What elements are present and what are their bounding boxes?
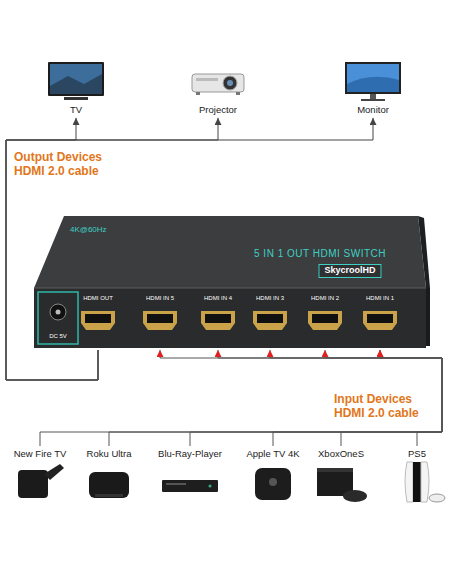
hdmi-port [81, 311, 115, 330]
hdmi-switch-body [34, 216, 430, 348]
hdmi-port [308, 311, 342, 330]
cable-note: Output Devices HDMI 2.0 cable [14, 150, 118, 179]
apple-tv-icon [241, 460, 305, 504]
ps5-icon [429, 494, 445, 502]
blu-ray-icon [166, 483, 186, 485]
hdmi-port [367, 314, 393, 323]
tv-icon [48, 62, 104, 96]
fire-tv-icon [44, 464, 64, 480]
ps5-icon [385, 460, 449, 504]
monitor-icon [345, 62, 401, 94]
device-label: Blu-Ray-Player [158, 448, 222, 460]
spec-label: 4K@60Hz [70, 226, 107, 235]
device-label: XboxOneS [318, 448, 364, 460]
projector-device: Projector [178, 60, 258, 116]
hdmi-port [205, 314, 231, 323]
device-label: New Fire TV [14, 448, 67, 460]
device-label: Monitor [357, 104, 389, 116]
projector-icon [186, 60, 250, 104]
hdmi-switch-body [34, 216, 426, 288]
brand-label: SkycroolHD [318, 264, 381, 278]
port-label: HDMI IN 1 [366, 295, 394, 302]
projector-icon [196, 92, 200, 95]
ps5-icon [413, 462, 421, 502]
tv-icon [50, 74, 102, 94]
power-label: DC 5V [49, 333, 67, 340]
hdmi-port [201, 311, 235, 330]
device-label: TV [70, 104, 82, 116]
monitor-icon [361, 99, 385, 101]
hdmi-switch-body [34, 288, 426, 289]
monitor-icon [370, 94, 376, 99]
hdmi-cable-connector [190, 350, 442, 446]
port-label: HDMI IN 5 [146, 295, 174, 302]
monitor-icon [341, 60, 405, 104]
blu-ray-device: Blu-Ray-Player [146, 448, 234, 504]
monitor-device: Monitor [336, 60, 410, 116]
hdmi-port [257, 314, 283, 323]
fire-tv-icon [18, 470, 48, 498]
hdmi-cable-connector [6, 118, 218, 380]
hdmi-port [312, 314, 338, 323]
hdmi-port [363, 311, 397, 330]
cable-note: Input Devices HDMI 2.0 cable [334, 392, 438, 421]
fire-tv-icon [8, 460, 72, 504]
tv-icon [64, 97, 88, 100]
fire-tv-device: New Fire TV [8, 448, 72, 504]
projector-icon [196, 78, 218, 81]
blu-ray-icon [162, 480, 218, 492]
hdmi-cable-connector [273, 350, 442, 446]
hdmi-port [143, 311, 177, 330]
device-label: PS5 [408, 448, 426, 460]
apple-tv-icon [255, 468, 291, 500]
roku-device: Roku Ultra [78, 448, 140, 504]
hdmi-port [253, 311, 287, 330]
hdmi-port [85, 314, 111, 323]
hdmi-cable-connector [109, 350, 442, 446]
xbox-device: XboxOneS [310, 448, 372, 504]
model-name: 5 IN 1 OUT HDMI SWITCH [254, 248, 386, 259]
port-label: HDMI IN 3 [256, 295, 284, 302]
device-label: Apple TV 4K [246, 448, 299, 460]
ps5-icon [405, 462, 413, 502]
projector-icon [227, 80, 233, 86]
hdmi-switch-body [38, 292, 78, 344]
projector-icon [192, 74, 244, 92]
hdmi-cable-connector [40, 350, 442, 446]
projector-icon [223, 76, 237, 90]
hdmi-switch-body [34, 288, 426, 348]
device-label: Roku Ultra [87, 448, 132, 460]
port-label: HDMI OUT [83, 295, 113, 302]
blu-ray-icon [209, 484, 212, 487]
port-label: HDMI IN 4 [204, 295, 232, 302]
hdmi-switch: 5 IN 1 OUT HDMI SWITCH 4K@60HzSkycroolHD H… [30, 212, 428, 350]
tv-device: TV [40, 60, 112, 116]
tv-icon [44, 60, 108, 104]
hdmi-port [81, 311, 397, 330]
hdmi-switch-body [56, 310, 61, 315]
port-label: HDMI IN 2 [311, 295, 339, 302]
apple-tv-device: Apple TV 4K [240, 448, 306, 504]
xbox-icon [309, 460, 373, 504]
roku-icon [95, 494, 123, 497]
projector-icon [236, 92, 240, 95]
blu-ray-icon [158, 460, 222, 504]
xbox-icon [343, 490, 367, 502]
ps5-icon [421, 462, 429, 502]
xbox-icon [317, 468, 353, 472]
roku-icon [77, 460, 141, 504]
hdmi-switch-body [50, 304, 66, 320]
ps5-device: PS5 [390, 448, 444, 504]
hdmi-port [147, 314, 173, 323]
monitor-icon [347, 64, 399, 92]
apple-tv-icon [269, 478, 277, 486]
monitor-icon [347, 77, 399, 92]
hdmi-switch-body [418, 216, 430, 288]
device-label: Projector [199, 104, 237, 116]
roku-icon [89, 472, 129, 498]
hdmi-switch-body [426, 288, 430, 346]
tv-icon [50, 64, 102, 94]
